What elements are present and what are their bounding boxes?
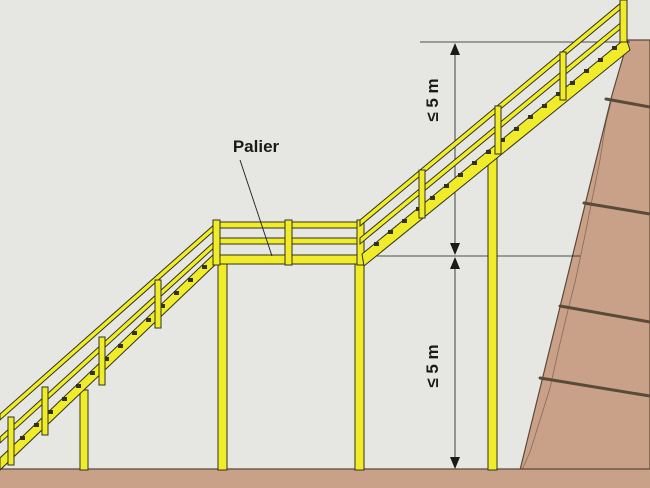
stair-tread — [570, 81, 575, 85]
rail-post — [619, 0, 628, 43]
landing-label: Palier — [233, 137, 280, 156]
stair-tread — [598, 58, 603, 62]
stair-tread — [430, 196, 435, 200]
stair-tread — [188, 278, 193, 282]
stair-tread — [458, 173, 463, 177]
rail-post — [284, 219, 293, 266]
stair-tread — [486, 150, 491, 154]
stair-tread — [174, 291, 179, 295]
lower-stair-treads — [20, 265, 207, 440]
rail-post — [418, 169, 426, 219]
upper-rail-posts — [418, 0, 628, 219]
rail-post — [212, 219, 221, 266]
dim-label-upper: ≤ 5 m — [423, 78, 442, 121]
rail-post — [41, 386, 49, 436]
stair-tread — [146, 318, 151, 322]
rail-post — [559, 51, 567, 101]
stair-tread — [402, 219, 407, 223]
stair-tread — [374, 242, 379, 246]
stair-tread — [472, 161, 477, 165]
stair-tread — [514, 127, 519, 131]
support-post — [217, 261, 228, 471]
rock-slope — [519, 39, 650, 471]
lower-rail-posts — [7, 279, 162, 466]
dimensions — [364, 41, 630, 468]
stair-tread — [528, 115, 533, 119]
rock-anchor — [538, 376, 650, 398]
support-post — [354, 261, 365, 471]
support-post — [487, 149, 498, 471]
stair-tread — [20, 436, 25, 440]
stair-tread — [202, 265, 207, 269]
stair-tread — [62, 397, 67, 401]
rock-anchor — [582, 201, 650, 216]
rock-anchor — [558, 304, 650, 324]
stair-tread — [104, 357, 109, 361]
arrowhead — [450, 257, 460, 269]
dim-arrowheads — [450, 43, 460, 469]
stair-tread — [48, 410, 53, 414]
stair-tread — [34, 423, 39, 427]
rail-post — [7, 416, 15, 466]
stair-tread — [388, 230, 393, 234]
arrowhead — [450, 243, 460, 255]
arrowhead — [450, 457, 460, 469]
landing-leader-line — [239, 159, 273, 257]
stair-tread — [500, 138, 505, 142]
stair-tread — [444, 184, 449, 188]
rail-post — [494, 105, 502, 155]
rock-anchor — [604, 97, 650, 109]
stair-tread — [118, 344, 123, 348]
rock-anchors — [538, 97, 650, 398]
stair-tread — [612, 46, 617, 50]
upper-stair-treads — [374, 46, 617, 246]
rock-face-shading — [521, 97, 613, 471]
arrowhead — [450, 43, 460, 55]
support-post — [79, 389, 89, 471]
stair-tread — [76, 384, 81, 388]
dim-label-lower: ≤ 5 m — [423, 344, 442, 387]
rail-post — [98, 336, 106, 386]
stair-tread — [556, 92, 561, 96]
rail-post — [154, 279, 162, 329]
stair-tread — [90, 371, 95, 375]
stair-tread — [542, 104, 547, 108]
ground — [0, 469, 650, 488]
stair-tread — [584, 69, 589, 73]
stair-tread — [132, 331, 137, 335]
stair-tread — [160, 304, 165, 308]
